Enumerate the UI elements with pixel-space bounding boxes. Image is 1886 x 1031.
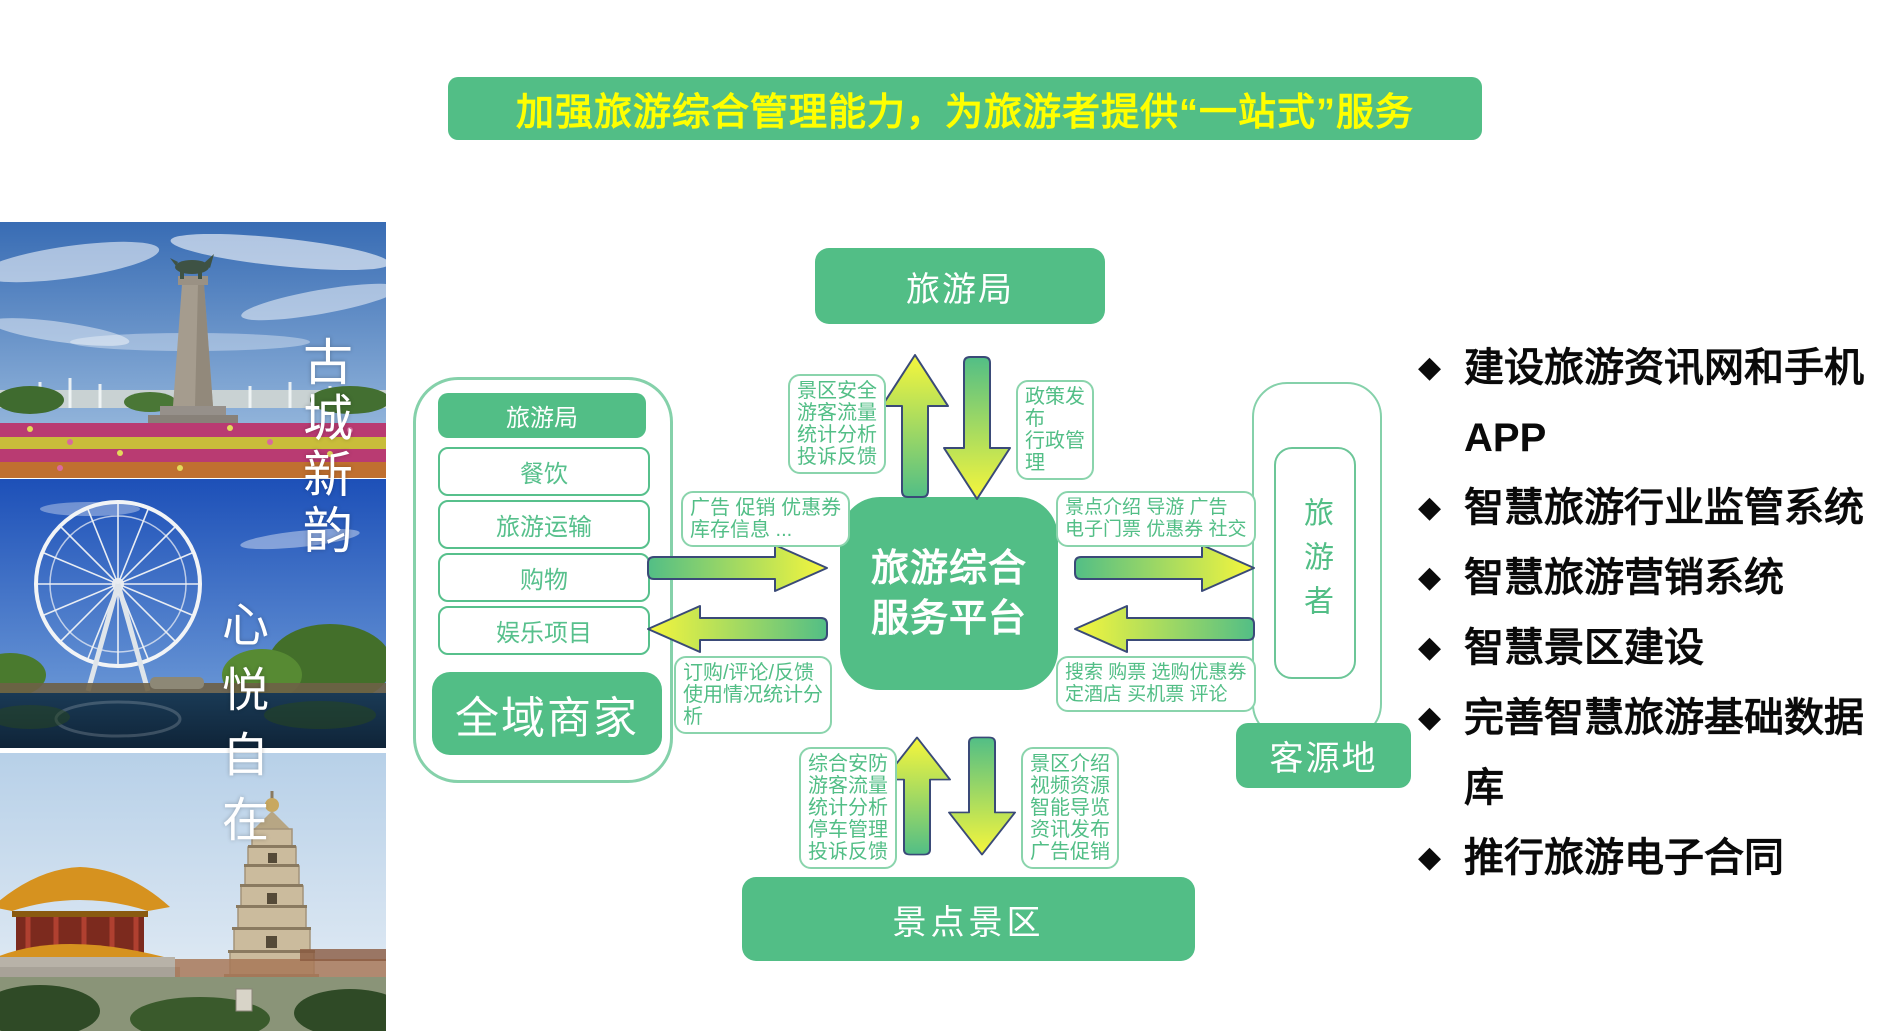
tourist-label: 旅游者 [1299, 497, 1332, 629]
node-tourist: 旅游者 [1274, 447, 1356, 679]
caption-gucheng-xinyun: 古城新韵 [296, 336, 352, 560]
list-item: ◆ 智慧旅游营销系统 [1418, 543, 1886, 613]
banner-title: 加强旅游综合管理能力，为旅游者提供“一站式”服务 [448, 77, 1482, 140]
diamond-bullet-icon: ◆ [1418, 631, 1442, 664]
list-item: ◆ 建设旅游资讯网和手机APP [1418, 333, 1886, 473]
arrow-down-from-bureau [943, 356, 1011, 500]
diamond-bullet-icon: ◆ [1418, 491, 1442, 524]
arrow-right-to-tourist [1074, 544, 1255, 592]
arrow-left-from-tourist [1074, 605, 1255, 653]
photo-temple-pagoda [0, 753, 386, 1031]
label-to-merchants: 订购/评论/反馈 使用情况统计分 析 [674, 656, 832, 734]
label-to-bureau: 景区安全 游客流量 统计分析 投诉反馈 [788, 374, 886, 474]
list-item: ◆ 智慧旅游行业监管系统 [1418, 473, 1886, 543]
arrow-left-to-merchants [647, 605, 828, 653]
merchant-item-tourism-bureau: 旅游局 [438, 393, 646, 438]
arrow-right-from-merchants [647, 544, 828, 592]
arrow-down-to-scenic [948, 736, 1016, 856]
arrow-up-to-bureau [881, 354, 949, 498]
diamond-bullet-icon: ◆ [1418, 841, 1442, 874]
label-from-bureau: 政策发 布 行政管 理 [1016, 380, 1094, 480]
node-scenic-spots: 景点景区 [742, 877, 1195, 961]
label-from-tourist: 搜索 购票 选购优惠券 定酒店 买机票 评论 [1056, 656, 1256, 712]
merchant-item-entertainment: 娱乐项目 [438, 606, 650, 655]
label-to-tourist: 景点介绍 导游 广告 电子门票 优惠券 社交 [1056, 491, 1256, 547]
merchant-item-shopping: 购物 [438, 553, 650, 602]
caption-xinyue-zizai: 心悦自在 [214, 600, 266, 860]
node-tourism-bureau: 旅游局 [815, 248, 1105, 324]
diamond-bullet-icon: ◆ [1418, 561, 1442, 594]
list-item: ◆ 智慧景区建设 [1418, 613, 1886, 683]
node-service-platform: 旅游综合 服务平台 [840, 497, 1058, 690]
merchant-item-transport: 旅游运输 [438, 500, 650, 549]
list-item: ◆ 推行旅游电子合同 [1418, 823, 1886, 893]
diamond-bullet-icon: ◆ [1418, 351, 1442, 384]
label-from-scenic: 综合安防 游客流量 统计分析 停车管理 投诉反馈 [799, 747, 897, 869]
node-source-region: 客源地 [1236, 723, 1411, 788]
arrow-up-from-scenic [883, 736, 951, 856]
label-to-scenic: 景区介绍 视频资源 智能导览 资讯发布 广告促销 [1021, 747, 1119, 869]
photo-ferris-wheel [0, 479, 386, 748]
merchant-item-dining: 餐饮 [438, 447, 650, 496]
list-item: ◆ 完善智慧旅游基础数据库 [1418, 683, 1886, 823]
label-from-merchants: 广告 促销 优惠券 库存信息 ... [681, 491, 851, 547]
merchant-group-title: 全域商家 [432, 672, 662, 755]
diamond-bullet-icon: ◆ [1418, 701, 1442, 734]
photo-monument [0, 222, 386, 478]
key-points-list: ◆ 建设旅游资讯网和手机APP ◆ 智慧旅游行业监管系统 ◆ 智慧旅游营销系统 … [1418, 333, 1886, 893]
